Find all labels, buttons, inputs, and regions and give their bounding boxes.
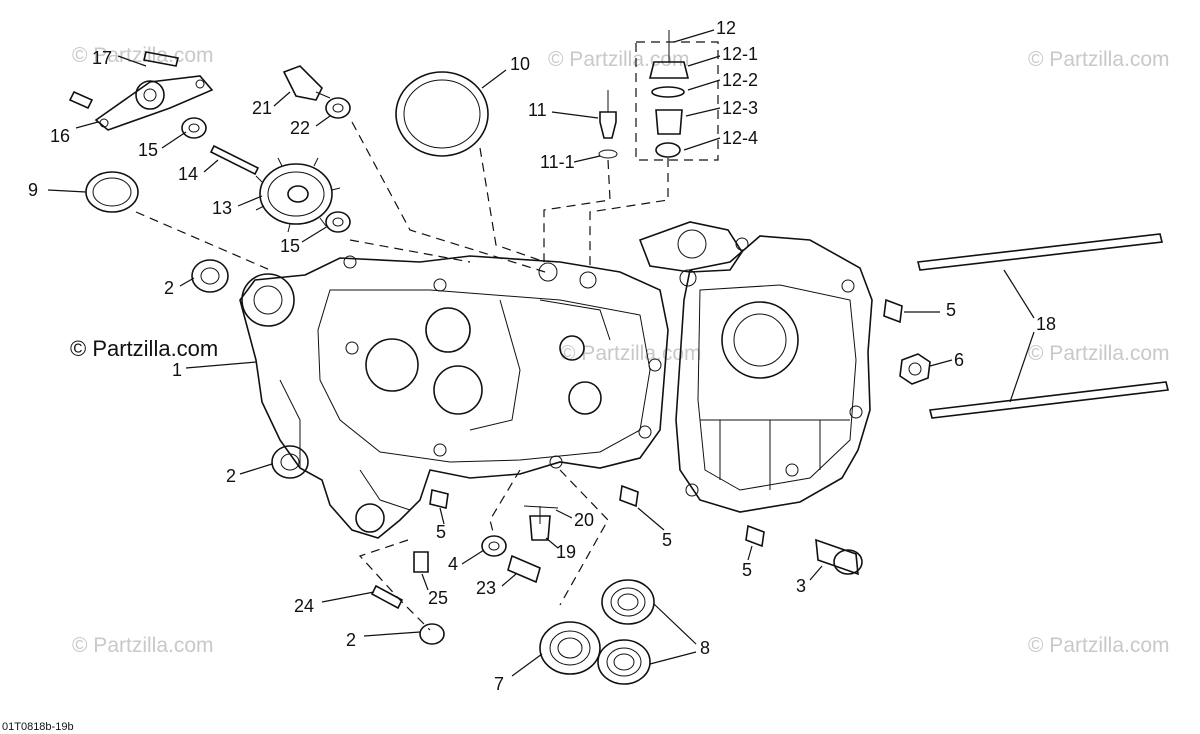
callout-1: 1 xyxy=(172,360,182,380)
callout-5: 5 xyxy=(946,300,956,320)
callout-16: 16 xyxy=(50,126,70,146)
dowel-part-5-lower xyxy=(745,524,765,548)
seal-part-8-lower xyxy=(597,639,651,685)
callout-25: 25 xyxy=(428,588,448,608)
washer-part-22 xyxy=(325,97,351,119)
pin-part-24 xyxy=(370,584,404,610)
watermark-layer: © Partzilla.com © Partzilla.com © Partzi… xyxy=(70,44,1170,657)
callout-6: 6 xyxy=(954,350,964,370)
washer-part-15-upper xyxy=(181,117,207,139)
stud-bolt-part-18-upper xyxy=(917,233,1163,271)
callout-22: 22 xyxy=(290,118,310,138)
bushing-part-3 xyxy=(815,538,863,576)
callout-8: 8 xyxy=(700,638,710,658)
callout-2: 2 xyxy=(164,278,174,298)
callout-11: 11 xyxy=(528,100,547,120)
callout-labels: 17 16 15 14 13 15 9 21 22 10 11 11-1 12 … xyxy=(28,18,1056,694)
dowel-part-5-left xyxy=(429,489,449,509)
crankcase-right-half xyxy=(638,221,873,513)
callout-24: 24 xyxy=(294,596,314,616)
callout-5: 5 xyxy=(436,522,446,542)
dowel-part-5-right xyxy=(883,298,903,324)
watermark-text: © Partzilla.com xyxy=(1028,342,1170,365)
callout-12-2: 12-2 xyxy=(722,70,758,90)
callout-17: 17 xyxy=(92,48,112,68)
plate-assembly-part-16 xyxy=(68,51,214,131)
callout-2: 2 xyxy=(226,466,236,486)
callout-15: 15 xyxy=(280,236,300,256)
sleeve-part-25 xyxy=(413,551,429,573)
watermark-text: © Partzilla.com xyxy=(548,48,690,71)
diagram-code: 01T0818b-19b xyxy=(2,721,74,733)
sensor-part-21 xyxy=(282,65,331,101)
callout-7: 7 xyxy=(494,674,504,694)
assembly-lines xyxy=(135,121,669,631)
watermark-text: © Partzilla.com xyxy=(1028,634,1170,657)
callout-3: 3 xyxy=(796,576,806,596)
callout-4: 4 xyxy=(448,554,458,574)
callout-14: 14 xyxy=(178,164,198,184)
leader-lines xyxy=(47,29,1035,677)
callout-19: 19 xyxy=(556,542,576,562)
callout-12-3: 12-3 xyxy=(722,98,758,118)
callout-18: 18 xyxy=(1036,314,1056,334)
callout-5: 5 xyxy=(662,530,672,550)
watermark-main: © Partzilla.com xyxy=(70,336,218,361)
callout-5: 5 xyxy=(742,560,752,580)
callout-20: 20 xyxy=(574,510,594,530)
callout-9: 9 xyxy=(28,180,38,200)
watermark-text: © Partzilla.com xyxy=(72,44,214,67)
washer-part-4 xyxy=(481,535,507,557)
drain-plug-assembly-part-12 xyxy=(635,30,719,161)
callout-21: 21 xyxy=(252,98,272,118)
shaft-part-14 xyxy=(209,144,260,176)
crankcase-left-half xyxy=(239,255,669,539)
stud-bolt-part-18-lower xyxy=(929,381,1169,419)
oil-seal-part-2-middle xyxy=(271,445,309,479)
callout-13: 13 xyxy=(212,198,232,218)
callout-11-1: 11-1 xyxy=(540,152,575,172)
oil-seal-part-2-lower xyxy=(419,623,445,645)
plug-part-11 xyxy=(598,90,618,159)
callout-12-4: 12-4 xyxy=(722,128,758,148)
callout-2: 2 xyxy=(346,630,356,650)
callout-12: 12 xyxy=(716,18,736,38)
bolt-part-20 xyxy=(523,505,559,524)
sensor-part-23 xyxy=(507,554,541,584)
washer-part-15-lower xyxy=(325,211,351,233)
dowel-part-5-center xyxy=(619,484,639,508)
callout-12-1: 12-1 xyxy=(722,44,758,64)
nut-part-6 xyxy=(899,353,931,385)
seal-ring-part-9 xyxy=(85,171,139,213)
seal-part-7 xyxy=(539,621,601,675)
gasket-part-10 xyxy=(395,71,489,157)
watermark-text: © Partzilla.com xyxy=(72,634,214,657)
watermark-text: © Partzilla.com xyxy=(1028,48,1170,71)
oil-seal-part-2-upper xyxy=(191,259,229,293)
seal-part-8-upper xyxy=(601,579,655,625)
gear-part-13 xyxy=(255,157,341,233)
callout-15: 15 xyxy=(138,140,158,160)
callout-23: 23 xyxy=(476,578,496,598)
callout-10: 10 xyxy=(510,54,530,74)
